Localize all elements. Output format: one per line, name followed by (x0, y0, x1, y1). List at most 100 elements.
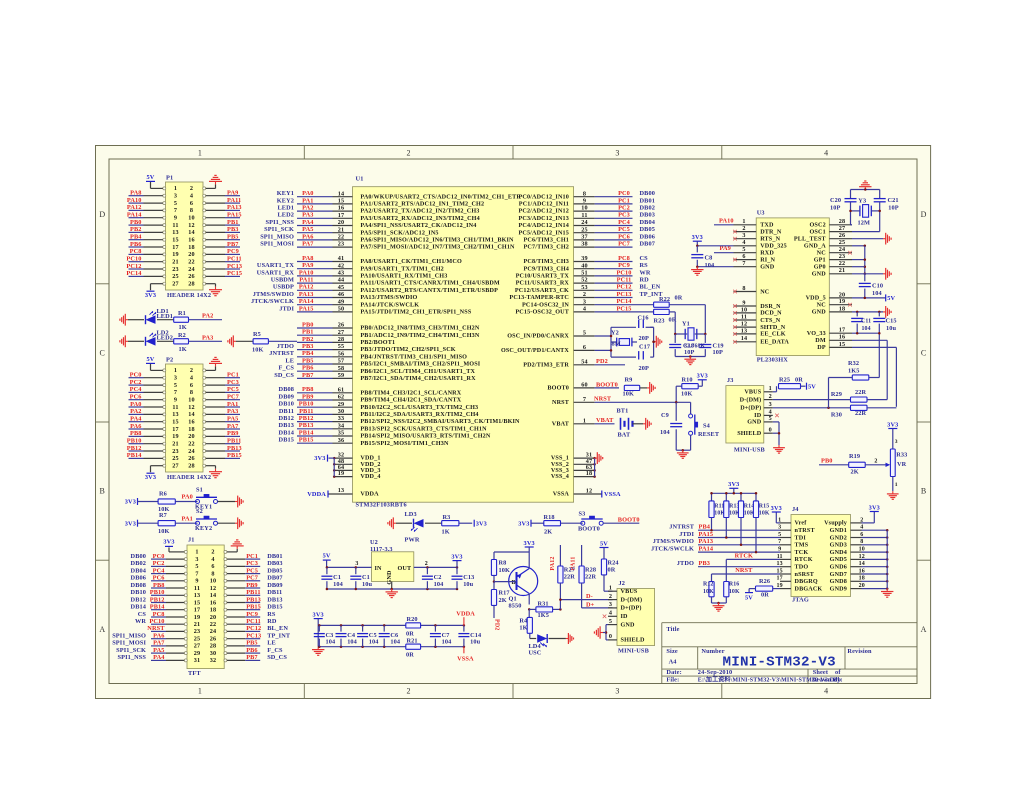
svg-text:52: 52 (581, 277, 588, 284)
svg-text:R25: R25 (779, 377, 790, 384)
svg-text:EE_CLK: EE_CLK (760, 332, 786, 338)
svg-text:PA14: PA14 (699, 546, 714, 553)
svg-text:OSC1: OSC1 (810, 229, 826, 235)
svg-text:PB4: PB4 (699, 524, 711, 531)
svg-text:PC12/USART3_CK: PC12/USART3_CK (515, 288, 569, 294)
svg-text:18: 18 (188, 244, 195, 251)
svg-text:BOOT0: BOOT0 (618, 516, 640, 523)
svg-text:PC3: PC3 (618, 212, 630, 219)
svg-text:21: 21 (172, 441, 179, 448)
svg-text:3V3: 3V3 (451, 553, 462, 560)
svg-text:R1: R1 (178, 310, 186, 317)
svg-text:A: A (921, 625, 927, 634)
svg-text:4: 4 (190, 193, 193, 200)
svg-text:16: 16 (859, 568, 865, 574)
svg-text:PA4: PA4 (130, 416, 142, 423)
svg-text:PA1: PA1 (302, 197, 313, 204)
svg-text:S1: S1 (196, 487, 203, 494)
svg-text:GND: GND (760, 265, 775, 271)
svg-text:PC12: PC12 (126, 263, 141, 270)
svg-text:53: 53 (581, 284, 588, 291)
svg-text:R2: R2 (178, 332, 186, 339)
svg-text:TP_INT: TP_INT (267, 633, 291, 640)
svg-text:VSSA: VSSA (553, 492, 570, 498)
svg-text:22: 22 (210, 621, 217, 628)
svg-text:KEY2: KEY2 (277, 197, 294, 204)
svg-text:3: 3 (174, 375, 177, 382)
svg-text:63: 63 (586, 464, 593, 471)
svg-text:SPI1_MISO: SPI1_MISO (260, 233, 294, 240)
svg-text:LED2: LED2 (157, 335, 174, 342)
svg-text:R12: R12 (703, 582, 713, 588)
svg-text:3V3: 3V3 (887, 421, 898, 428)
svg-text:C14: C14 (470, 632, 482, 639)
svg-text:31: 31 (586, 452, 593, 459)
svg-text:2K: 2K (499, 597, 507, 604)
svg-text:C4: C4 (347, 632, 356, 639)
svg-text:PA1: PA1 (227, 401, 238, 408)
svg-text:USBDM: USBDM (271, 277, 294, 284)
svg-text:3V3: 3V3 (145, 292, 156, 299)
svg-text:TP_INT: TP_INT (640, 291, 664, 298)
svg-text:19: 19 (338, 470, 345, 477)
svg-text:22R: 22R (855, 410, 866, 417)
svg-text:DP: DP (817, 345, 826, 351)
svg-text:21: 21 (839, 267, 846, 274)
svg-text:R5: R5 (253, 331, 261, 338)
svg-text:PC5: PC5 (227, 386, 239, 393)
svg-text:13: 13 (194, 592, 201, 599)
svg-text:2: 2 (190, 185, 193, 192)
svg-text:SPI1_MISO: SPI1_MISO (112, 633, 146, 640)
svg-text:PC12: PC12 (616, 284, 631, 291)
svg-text:10: 10 (581, 205, 588, 212)
svg-text:C19: C19 (713, 342, 724, 349)
svg-text:VSS_3: VSS_3 (551, 468, 569, 474)
svg-text:20: 20 (338, 219, 345, 226)
svg-text:Y1: Y1 (682, 321, 690, 328)
svg-text:R9: R9 (625, 376, 633, 383)
svg-text:PA3: PA3 (227, 408, 238, 415)
svg-text:DBGACK: DBGACK (795, 586, 823, 592)
svg-text:7: 7 (583, 396, 586, 403)
svg-text:5V: 5V (808, 383, 816, 390)
svg-text:PA2: PA2 (130, 408, 141, 415)
svg-text:10K: 10K (703, 589, 714, 595)
svg-text:LE: LE (285, 357, 294, 364)
svg-text:PB0: PB0 (302, 321, 314, 328)
svg-text:C2: C2 (434, 574, 442, 581)
svg-text:1: 1 (778, 517, 781, 523)
svg-text:32: 32 (210, 657, 217, 664)
svg-text:PA7: PA7 (227, 423, 238, 430)
svg-text:2: 2 (609, 593, 612, 600)
svg-text:LD2: LD2 (157, 330, 169, 337)
svg-text:2: 2 (407, 687, 411, 696)
svg-text:10: 10 (210, 578, 217, 585)
svg-text:CS: CS (138, 611, 147, 618)
svg-text:PB8: PB8 (302, 386, 314, 393)
svg-text:RD: RD (640, 277, 650, 284)
svg-text:PB12: PB12 (150, 596, 165, 603)
svg-text:C21: C21 (888, 197, 899, 204)
svg-text:19: 19 (172, 433, 179, 440)
svg-text:PC2: PC2 (618, 205, 630, 212)
svg-text:MINI-USB: MINI-USB (618, 647, 650, 654)
svg-text:F_CS: F_CS (267, 647, 283, 654)
svg-text:PWR: PWR (405, 537, 420, 544)
svg-text:R6: R6 (159, 491, 167, 498)
svg-text:58: 58 (338, 365, 345, 372)
svg-text:JTAG: JTAG (792, 597, 809, 604)
svg-text:Y2: Y2 (611, 329, 619, 336)
svg-text:VSSA: VSSA (604, 491, 621, 498)
svg-text:VDDA: VDDA (307, 491, 326, 498)
svg-text:DB13: DB13 (267, 596, 282, 603)
svg-text:BL_EN: BL_EN (640, 284, 661, 291)
svg-text:PA5/SPI1_SCK/ADC12_IN5: PA5/SPI1_SCK/ADC12_IN5 (360, 230, 438, 236)
svg-text:3: 3 (742, 232, 745, 239)
svg-text:C9: C9 (661, 412, 669, 419)
svg-text:NRST: NRST (552, 400, 569, 406)
svg-text:SHIELD: SHIELD (737, 431, 762, 437)
svg-text:60: 60 (581, 382, 588, 389)
svg-text:C: C (100, 348, 106, 357)
svg-text:32: 32 (338, 452, 345, 459)
svg-text:25: 25 (839, 239, 846, 246)
